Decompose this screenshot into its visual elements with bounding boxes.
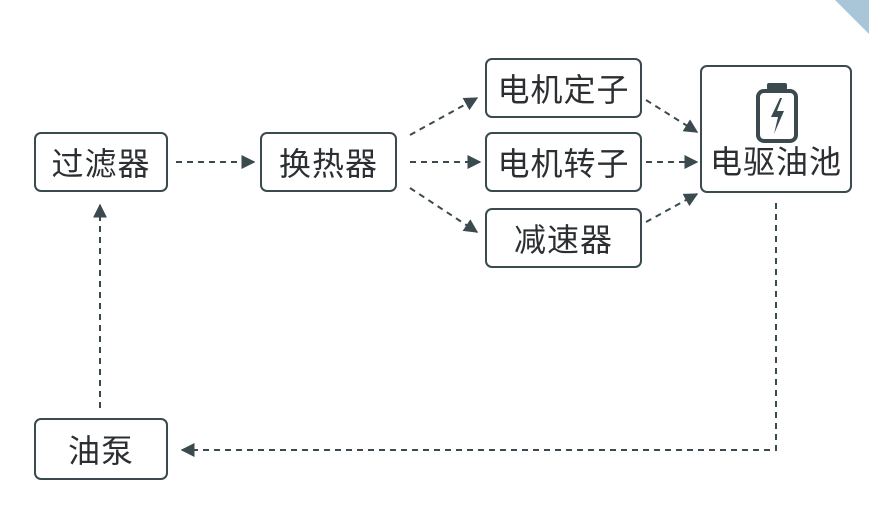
arrow-reducer-to-oil-pool [645, 193, 699, 223]
arrow-stator-to-oil-pool [645, 99, 699, 133]
arrow-heat-exchanger-to-reducer [409, 187, 479, 233]
node-motor-rotor-label: 电机转子 [497, 145, 630, 183]
node-motor-rotor: 电机转子 [485, 132, 642, 192]
node-oil-pump: 油泵 [34, 418, 168, 480]
node-heat-exchanger-label: 换热器 [278, 145, 378, 183]
node-motor-stator-label: 电机定子 [497, 71, 630, 109]
node-filter: 过滤器 [34, 132, 168, 192]
node-oil-pump-label: 油泵 [67, 432, 134, 470]
node-drive-oil-pool-label: 电驱油池 [709, 143, 842, 181]
node-drive-oil-pool: 电驱油池 [700, 65, 852, 193]
node-reducer-label: 减速器 [513, 221, 613, 259]
node-heat-exchanger: 换热器 [260, 132, 397, 192]
arrow-heat-exchanger-to-stator [409, 97, 479, 136]
battery-charge-icon [756, 83, 798, 143]
corner-decoration [835, 0, 869, 34]
node-motor-stator: 电机定子 [485, 58, 642, 118]
node-filter-label: 过滤器 [51, 145, 151, 183]
node-reducer: 减速器 [485, 208, 642, 268]
arrow-oil-pool-to-pump [180, 203, 777, 457]
